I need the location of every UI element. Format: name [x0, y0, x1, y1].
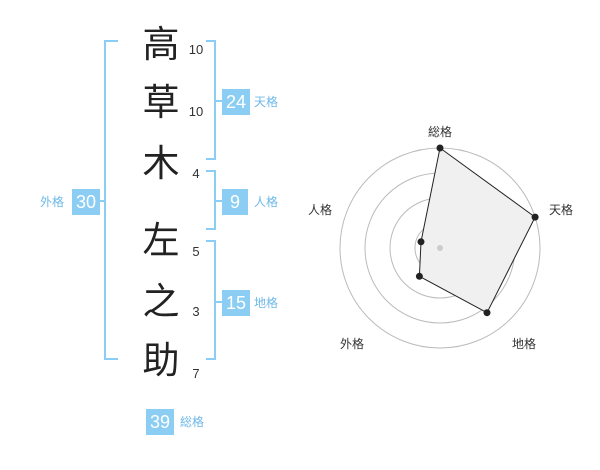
radar-axis-label-gaikaku: 外格 [340, 337, 365, 351]
name-char-3: 木 [142, 142, 180, 185]
stroke-count-2: 10 [188, 104, 204, 119]
radar-axis-label-tenkaku: 天格 [549, 203, 574, 217]
name-char-2: 草 [142, 81, 180, 124]
tenkaku-bracket [206, 40, 216, 160]
stroke-count-5: 3 [192, 304, 200, 319]
gaikaku-badge: 30 [72, 189, 101, 215]
radar-point [483, 309, 491, 317]
radar-axis-label-jinkaku: 人格 [308, 203, 333, 217]
soukaku-label: 総格 [180, 415, 205, 429]
radar-area [418, 147, 536, 314]
chikaku-connector [216, 301, 222, 303]
radar-axis-label-chikaku: 地格 [512, 337, 537, 351]
jinkaku-bracket [206, 170, 216, 230]
soukaku-badge: 39 [146, 409, 175, 435]
name-char-4: 左 [142, 219, 180, 262]
name-char-1: 高 [142, 23, 180, 66]
jinkaku-badge: 9 [222, 189, 248, 215]
stroke-count-6: 7 [192, 366, 200, 381]
radar-point [417, 238, 425, 246]
tenkaku-connector [216, 100, 222, 102]
name-char-5: 之 [142, 280, 180, 323]
gaikaku-connector [98, 200, 104, 202]
chikaku-bracket [206, 240, 216, 360]
gaikaku-label: 外格 [40, 195, 65, 209]
radar-points [415, 144, 539, 317]
jinkaku-connector [216, 200, 222, 202]
stroke-count-4: 5 [192, 244, 200, 259]
stroke-count-3: 4 [192, 166, 200, 181]
name-char-6: 助 [142, 339, 180, 382]
tenkaku-label: 天格 [254, 95, 279, 109]
radar-point [415, 272, 423, 280]
gaikaku-bracket [104, 40, 118, 360]
stroke-count-1: 10 [188, 42, 204, 57]
tenkaku-badge: 24 [222, 89, 251, 115]
chikaku-badge: 15 [222, 290, 251, 316]
radar-center-dot [437, 245, 443, 251]
radar-axis-label-soukaku: 総格 [428, 125, 453, 139]
jinkaku-label: 人格 [254, 195, 279, 209]
radar-point [436, 144, 444, 152]
radar-point [531, 213, 539, 221]
chikaku-label: 地格 [254, 296, 279, 310]
